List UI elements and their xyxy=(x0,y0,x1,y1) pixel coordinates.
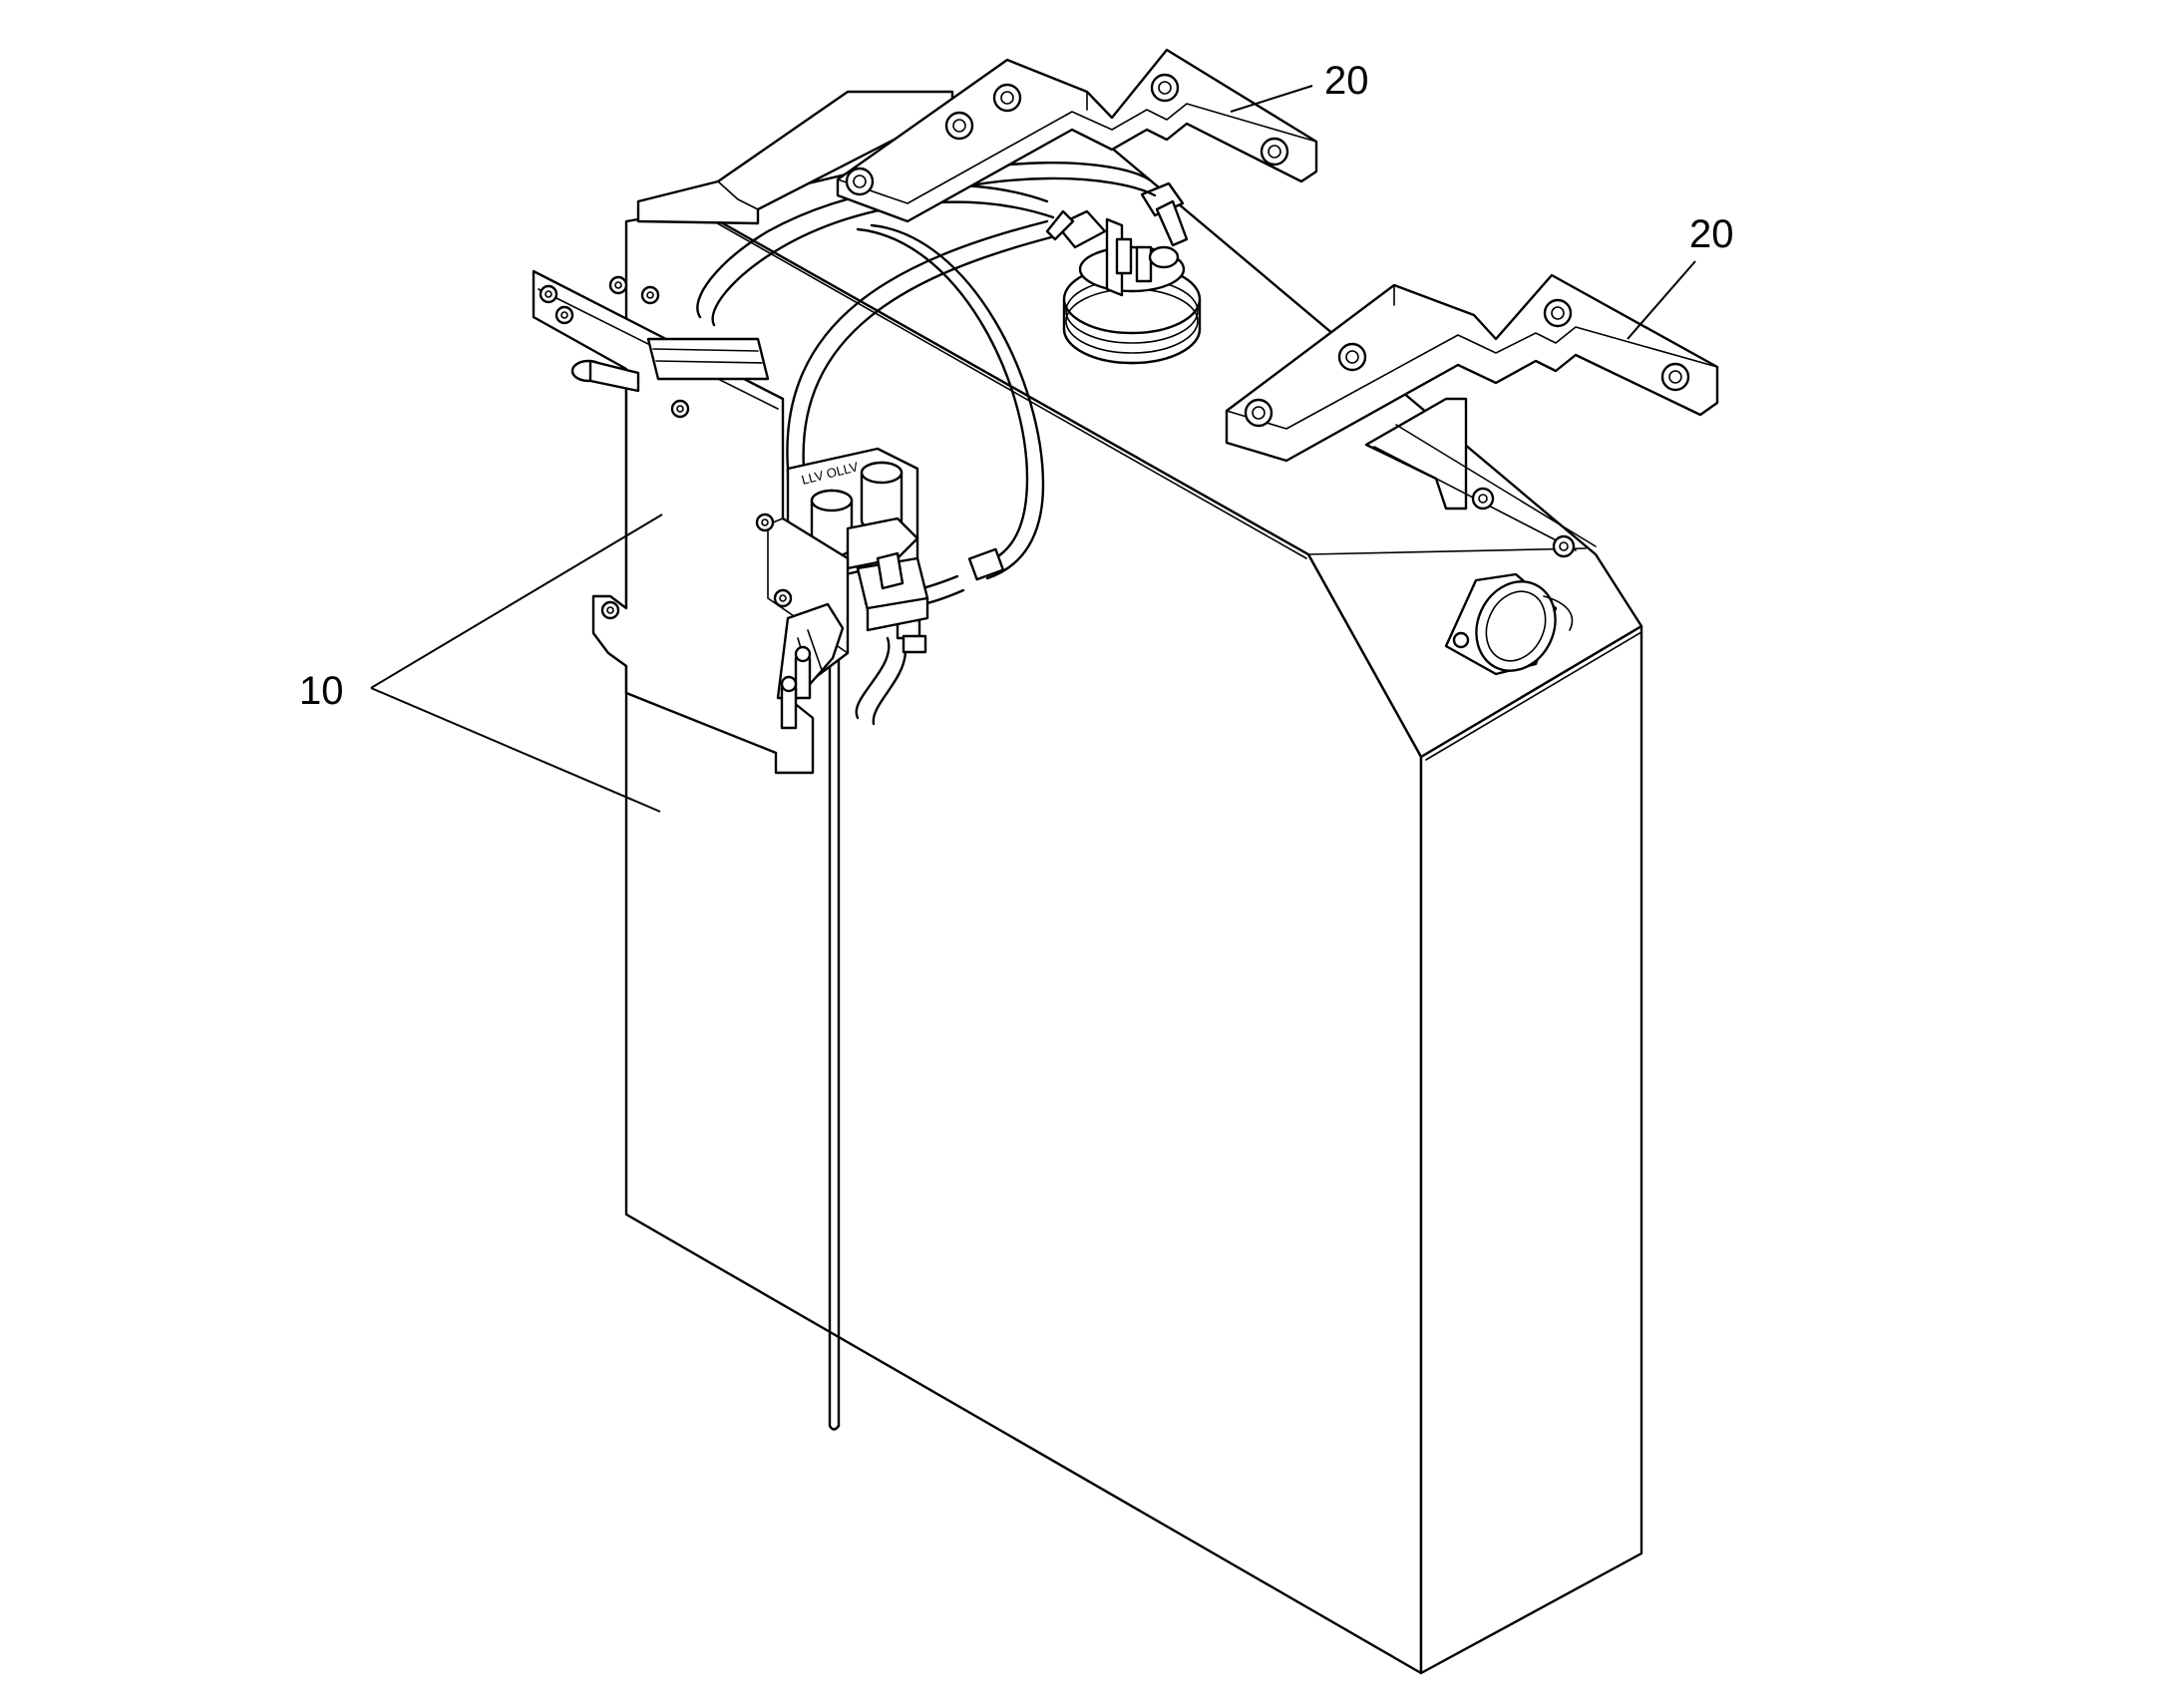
mounting-bracket-left xyxy=(836,48,1318,223)
bracket-left-bolts xyxy=(845,73,1289,196)
callout-bracket-left: 20 xyxy=(1230,59,1369,113)
leader-line-20-left xyxy=(1230,85,1313,113)
callout-label-20-left: 20 xyxy=(1324,59,1369,103)
fuel-sender-unit xyxy=(1045,181,1202,365)
filler-cap xyxy=(1444,572,1574,676)
tank-right-face xyxy=(1419,624,1643,1675)
bracket-right-bolts xyxy=(1244,298,1690,558)
mounting-plate xyxy=(532,269,850,775)
drain-tube xyxy=(828,556,841,1431)
leader-line-20-right xyxy=(1627,260,1696,340)
leader-line-10b xyxy=(370,687,661,813)
leader-line-10a xyxy=(370,513,663,689)
callout-label-10: 10 xyxy=(299,669,344,713)
callout-bracket-right: 20 xyxy=(1627,212,1734,340)
mounting-bracket-right xyxy=(1225,273,1719,558)
callout-tank-assembly: 10 xyxy=(299,513,663,813)
callout-label-20-right: 20 xyxy=(1689,212,1734,256)
